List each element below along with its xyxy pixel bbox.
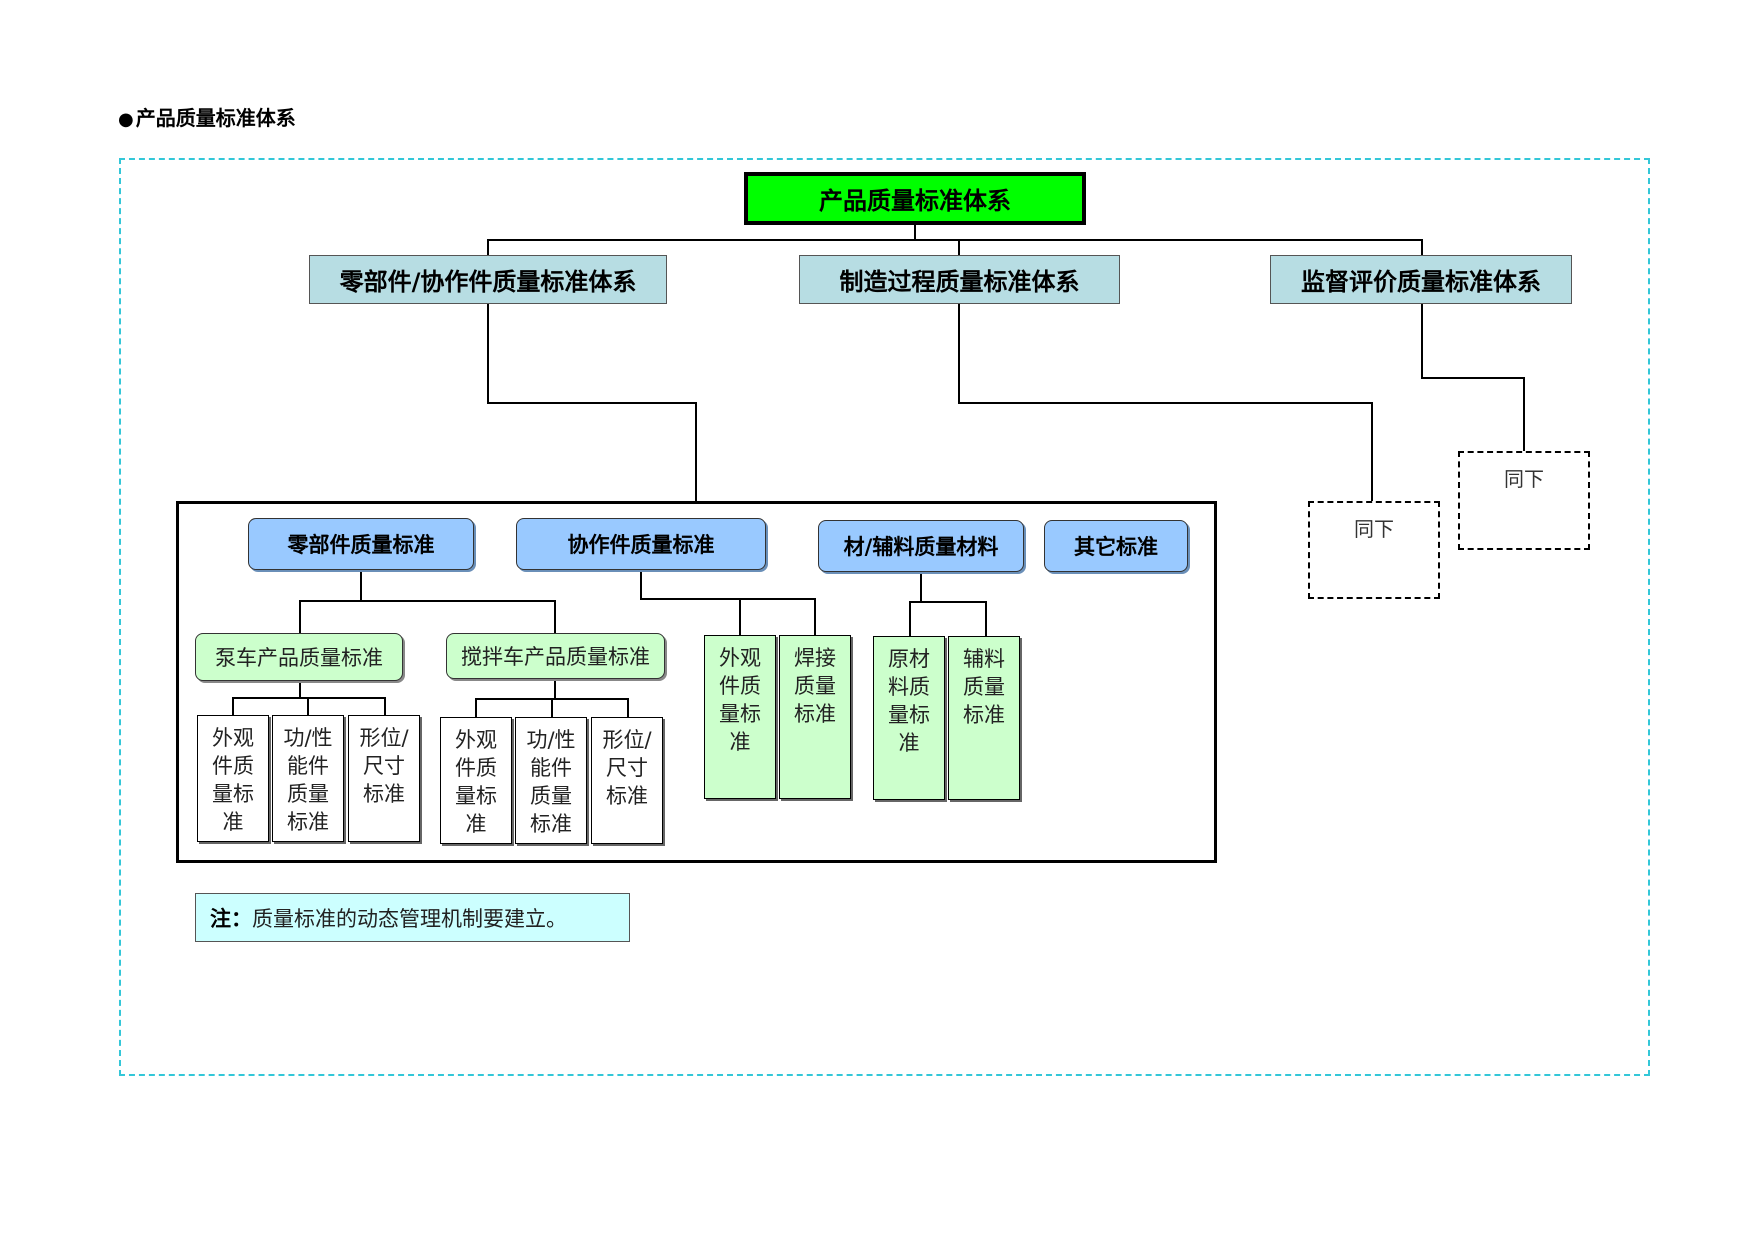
leaf-pump-appearance: 外观件质量标准 bbox=[197, 715, 269, 842]
connector bbox=[909, 601, 987, 603]
connector bbox=[360, 570, 362, 601]
connector bbox=[551, 698, 553, 717]
connector bbox=[487, 402, 696, 404]
leaf-pump-shape: 形位/尺寸标准 bbox=[348, 715, 420, 842]
root-node: 产品质量标准体系 bbox=[744, 172, 1086, 225]
connector bbox=[958, 304, 960, 403]
note-text: 质量标准的动态管理机制要建立。 bbox=[252, 906, 567, 931]
connector bbox=[1371, 402, 1373, 501]
node-materials-standard: 材/辅料质量材料 bbox=[818, 520, 1024, 572]
connector bbox=[1421, 239, 1423, 255]
connector bbox=[739, 598, 741, 635]
leaf-mixer-appearance: 外观件质量标准 bbox=[440, 717, 512, 844]
connector bbox=[475, 698, 477, 717]
connector bbox=[554, 600, 556, 633]
connector bbox=[814, 598, 816, 635]
bullet-icon: ● bbox=[118, 109, 134, 130]
connector bbox=[232, 697, 234, 715]
same-below-box: 同下 bbox=[1308, 501, 1440, 599]
node-mixer-truck-standard: 搅拌车产品质量标准 bbox=[446, 633, 665, 679]
connector bbox=[640, 598, 816, 600]
node-supervision-system: 监督评价质量标准体系 bbox=[1270, 255, 1572, 304]
connector bbox=[985, 601, 987, 636]
leaf-outsourced-appearance: 外观件质量标准 bbox=[704, 635, 776, 799]
leaf-pump-function: 功/性能件质量标准 bbox=[272, 715, 344, 842]
connector bbox=[909, 601, 911, 636]
node-other-standards: 其它标准 bbox=[1044, 520, 1188, 572]
connector bbox=[1421, 377, 1524, 379]
node-parts-standard: 零部件质量标准 bbox=[248, 518, 474, 570]
note-box: 注：质量标准的动态管理机制要建立。 bbox=[195, 893, 630, 942]
components-group-frame bbox=[176, 501, 1217, 863]
connector bbox=[299, 600, 301, 633]
section-heading: ●产品质量标准体系 bbox=[118, 102, 296, 131]
connector bbox=[958, 239, 960, 255]
node-pump-truck-standard: 泵车产品质量标准 bbox=[195, 633, 403, 681]
connector bbox=[1421, 304, 1423, 378]
leaf-raw-material: 原材料质量标准 bbox=[873, 636, 945, 800]
connector bbox=[920, 570, 922, 602]
connector bbox=[299, 679, 301, 698]
node-manufacturing-system: 制造过程质量标准体系 bbox=[799, 255, 1120, 304]
node-components-system: 零部件/协作件质量标准体系 bbox=[309, 255, 667, 304]
connector bbox=[384, 697, 386, 715]
connector bbox=[640, 568, 642, 599]
connector bbox=[232, 697, 386, 699]
leaf-auxiliary-material: 辅料质量标准 bbox=[948, 636, 1020, 800]
connector bbox=[695, 402, 697, 502]
same-below-box: 同下 bbox=[1458, 451, 1590, 550]
connector bbox=[487, 239, 1422, 241]
section-heading-text: 产品质量标准体系 bbox=[135, 106, 296, 130]
connector bbox=[487, 304, 489, 403]
connector bbox=[307, 697, 309, 715]
connector bbox=[554, 679, 556, 699]
connector bbox=[1523, 377, 1525, 451]
leaf-outsourced-welding: 焊接质量标准 bbox=[779, 635, 851, 799]
connector bbox=[299, 600, 556, 602]
leaf-mixer-shape: 形位/尺寸标准 bbox=[591, 717, 663, 844]
connector bbox=[914, 225, 916, 239]
connector bbox=[487, 239, 489, 255]
note-prefix: 注： bbox=[210, 906, 252, 931]
connector bbox=[627, 698, 629, 717]
leaf-mixer-function: 功/性能件质量标准 bbox=[515, 717, 587, 844]
diagram-frame bbox=[119, 158, 1650, 1076]
connector bbox=[958, 402, 1372, 404]
node-outsourced-standard: 协作件质量标准 bbox=[516, 518, 766, 570]
